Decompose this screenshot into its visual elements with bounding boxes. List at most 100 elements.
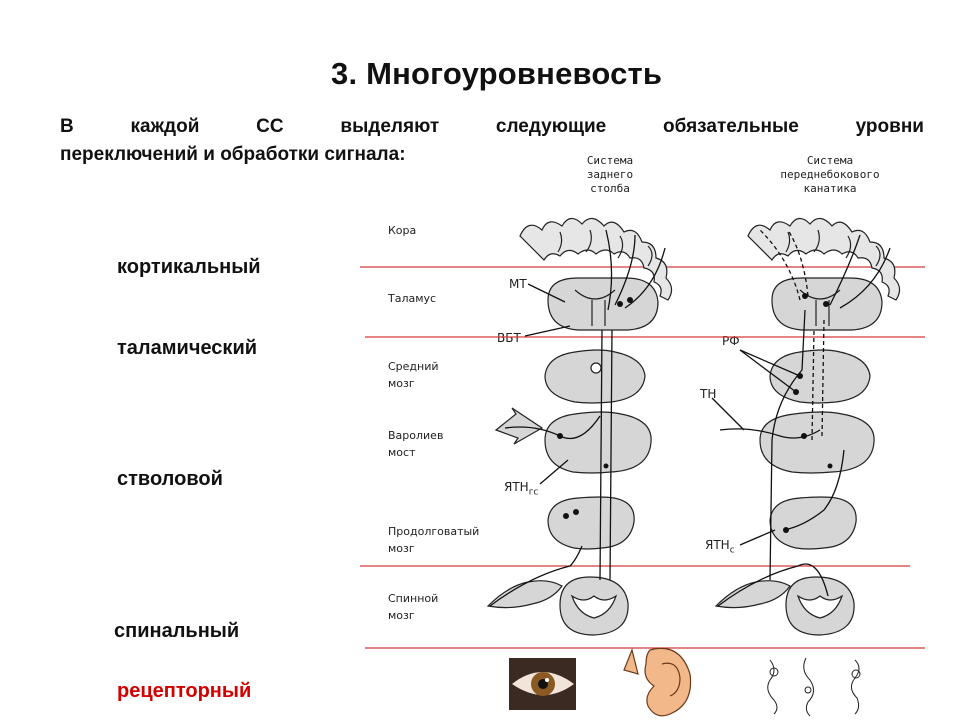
- column-header-line: столба: [590, 182, 630, 195]
- cortex-folds: [785, 229, 881, 267]
- posterior-pathways: [489, 229, 666, 607]
- row-label-cortex: Кора: [388, 222, 416, 239]
- intro-line-1: В каждой СС выделяют следующие обязатель…: [60, 113, 924, 141]
- pathway-to-cortex: [759, 229, 809, 301]
- midbrain-section: [544, 349, 646, 404]
- level-stem: стволовой: [117, 468, 223, 490]
- pathway-medial-lemniscus: [599, 329, 613, 581]
- posterior-column-system: [486, 217, 673, 636]
- row-label-line: мост: [388, 446, 416, 459]
- neuron-dot: [793, 389, 799, 395]
- pons-section: [544, 411, 652, 474]
- intro-word: уровни: [855, 116, 924, 137]
- anterolateral-nuclei: [783, 293, 833, 533]
- midbrain-aqueduct: [590, 362, 602, 374]
- pons-section: [759, 411, 875, 474]
- intro-word: обязательные: [663, 116, 799, 137]
- neuron-dot: [783, 527, 789, 533]
- pathway-spinal-entry: [717, 563, 829, 607]
- callout-line-yatn-gs: [539, 459, 569, 485]
- intro-word: В: [60, 116, 74, 137]
- callout-line-tn: [711, 397, 745, 431]
- thalamus-inner: [574, 289, 616, 326]
- row-label-line: мозг: [388, 609, 415, 622]
- neuron-dot: [797, 373, 803, 379]
- row-label-line: Продолговатый: [388, 525, 480, 538]
- callout-mt: МТ: [509, 277, 527, 291]
- row-label-pons: Варолиев мост: [388, 427, 443, 461]
- neuron-dot: [823, 301, 829, 307]
- pathway-reticular: [811, 319, 825, 441]
- row-label-line: Таламус: [388, 292, 437, 305]
- trigeminal-nerve: [494, 407, 544, 445]
- callout-vbt: ВБТ: [497, 331, 521, 345]
- dorsal-root-ganglion: [486, 580, 563, 609]
- pathway-to-cortex: [605, 229, 666, 311]
- callout-line-yatn-s: [739, 529, 776, 546]
- callout-line-vbt: [524, 325, 571, 337]
- anterolateral-system: [714, 217, 901, 636]
- dorsal-root-ganglion: [714, 580, 791, 609]
- row-label-thalamus: Таламус: [388, 290, 436, 307]
- neuron-dot: [617, 301, 623, 307]
- neuron-dot: [563, 513, 569, 519]
- column-header-line: Система: [586, 154, 634, 167]
- level-cortical: кортикальный: [117, 256, 261, 278]
- intro-word: следующие: [495, 116, 607, 137]
- row-label-line: Спинной: [388, 592, 439, 605]
- row-label-line: Средний: [388, 360, 439, 373]
- medulla-section: [769, 496, 857, 550]
- cortex-gyri: [747, 217, 901, 301]
- pathway-medulla: [783, 449, 845, 531]
- spinal-gray-matter: [796, 594, 844, 619]
- callout-subscript: с: [729, 545, 735, 556]
- row-label-line: мозг: [388, 542, 415, 555]
- neuron-dot: [802, 293, 808, 299]
- callout-subscript: гс: [528, 487, 539, 498]
- callout-line-mt: [527, 283, 566, 303]
- callout-line-rf-1: [739, 349, 801, 377]
- column-header-anterolateral: Система переднебокового канатика: [760, 154, 900, 196]
- column-header-line: заднего: [586, 168, 634, 181]
- callout-line-rf-2: [739, 349, 797, 393]
- pathway-spinothalamic: [769, 309, 806, 581]
- column-header-line: Система: [806, 154, 854, 167]
- column-header-line: канатика: [803, 182, 857, 195]
- level-receptor: рецепторный: [117, 680, 252, 702]
- row-label-line: мозг: [388, 377, 415, 390]
- callout-yatn-gs: ЯТНгс: [504, 480, 538, 497]
- callout-text: ЯТН: [504, 480, 529, 494]
- medulla-section: [547, 496, 635, 550]
- neuron-dot: [801, 433, 807, 439]
- slide-title: 3. Многоуровневость: [331, 56, 663, 91]
- intro-word: каждой: [130, 116, 200, 137]
- receptor-eye-image: [509, 658, 576, 710]
- row-label-line: Варолиев: [388, 429, 444, 442]
- intro-text: В каждой СС выделяют следующие обязатель…: [60, 113, 924, 169]
- callout-text: ЯТН: [705, 538, 730, 552]
- column-header-posterior: Система заднего столба: [560, 154, 660, 196]
- cortex-folds: [557, 229, 653, 267]
- row-label-spinal: Спинной мозг: [388, 590, 438, 624]
- pathway-trigeminal: [719, 428, 821, 439]
- intro-word: выделяют: [340, 116, 440, 137]
- row-label-line: Кора: [388, 224, 417, 237]
- row-label-medulla: Продолговатый мозг: [388, 523, 479, 557]
- cortex-gyri: [519, 217, 673, 301]
- callout-yatn-s: ЯТНс: [705, 538, 735, 555]
- level-thalamic: таламический: [117, 337, 258, 359]
- row-label-midbrain: Средний мозг: [388, 358, 439, 392]
- posterior-nuclei: [557, 297, 633, 519]
- receptor-sketches: [767, 657, 861, 717]
- level-dividers: [360, 266, 925, 649]
- spinal-gray-matter: [570, 594, 618, 619]
- neuron-dot: [827, 463, 833, 469]
- neuron-dot: [603, 463, 609, 469]
- pathway-spinal-entry: [489, 545, 583, 607]
- anterolateral-pathways: [711, 229, 891, 607]
- column-header-line: переднебокового: [780, 168, 880, 181]
- neuron-dot: [557, 433, 563, 439]
- neuron-dot: [573, 509, 579, 515]
- level-spinal: спинальный: [114, 620, 240, 642]
